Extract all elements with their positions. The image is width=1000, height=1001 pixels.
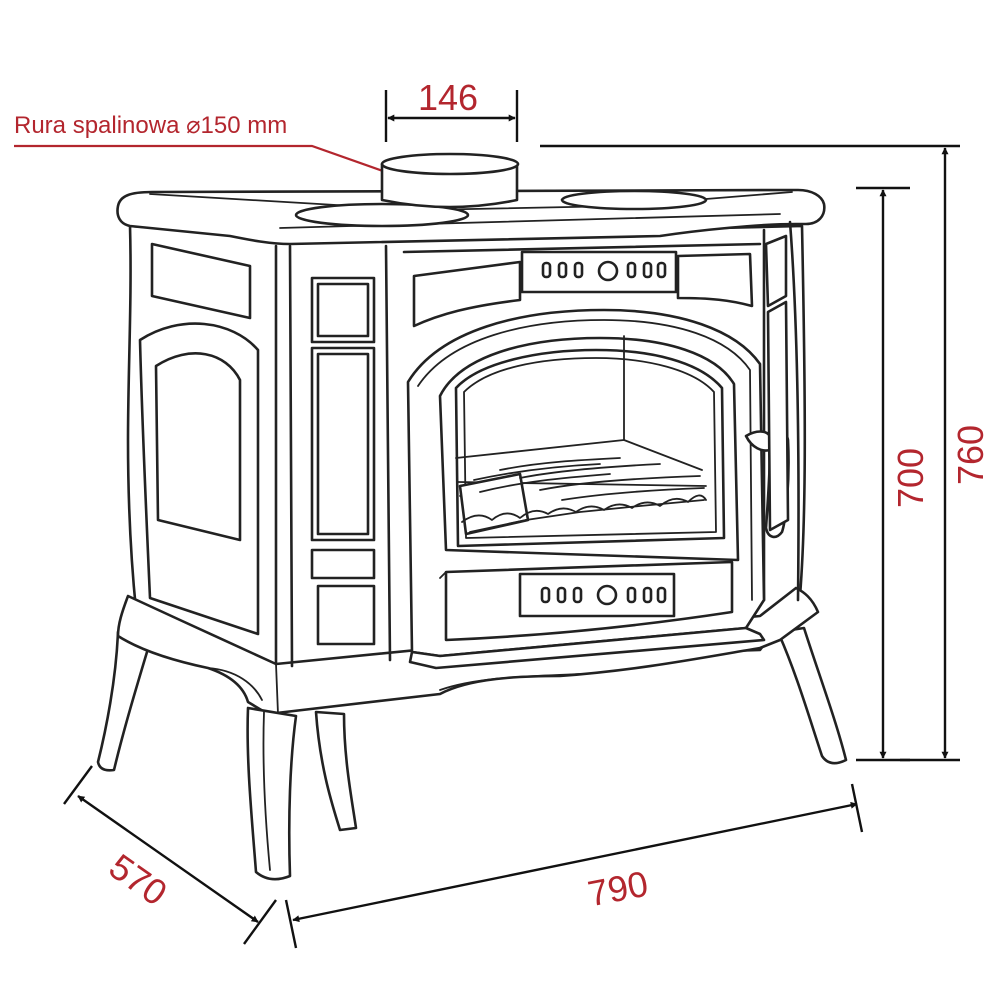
door-sill — [408, 626, 766, 670]
flue-pipe-label: Rura spalinowa ⌀150 mm — [14, 112, 288, 139]
height-760-dimension — [540, 144, 960, 762]
flue-width-label: 146 — [418, 77, 479, 118]
bottom-air-damper — [518, 572, 676, 618]
height-700-label: 700 — [890, 447, 931, 509]
back-left-leg — [96, 630, 152, 772]
fire-grate — [457, 457, 707, 536]
front-right-leg — [314, 710, 358, 832]
hot-plate-left — [294, 202, 470, 228]
depth-570-dimension — [63, 765, 277, 945]
flue-callout-leader — [14, 144, 407, 183]
back-right-leg — [776, 626, 848, 765]
flue-pipe — [380, 152, 520, 209]
right-side-panel — [764, 220, 800, 602]
height-760-label: 760 — [950, 424, 991, 486]
hot-plate-right — [560, 189, 708, 211]
left-side-panel-upper — [150, 242, 252, 320]
flue-width-dimension — [384, 90, 519, 142]
top-air-damper — [520, 250, 678, 294]
width-790-dimension — [284, 783, 864, 949]
left-side-panel-arched — [138, 322, 260, 636]
upper-frame-panels — [412, 252, 754, 328]
front-left-leg — [246, 706, 298, 881]
front-pillar-panels — [310, 276, 376, 646]
